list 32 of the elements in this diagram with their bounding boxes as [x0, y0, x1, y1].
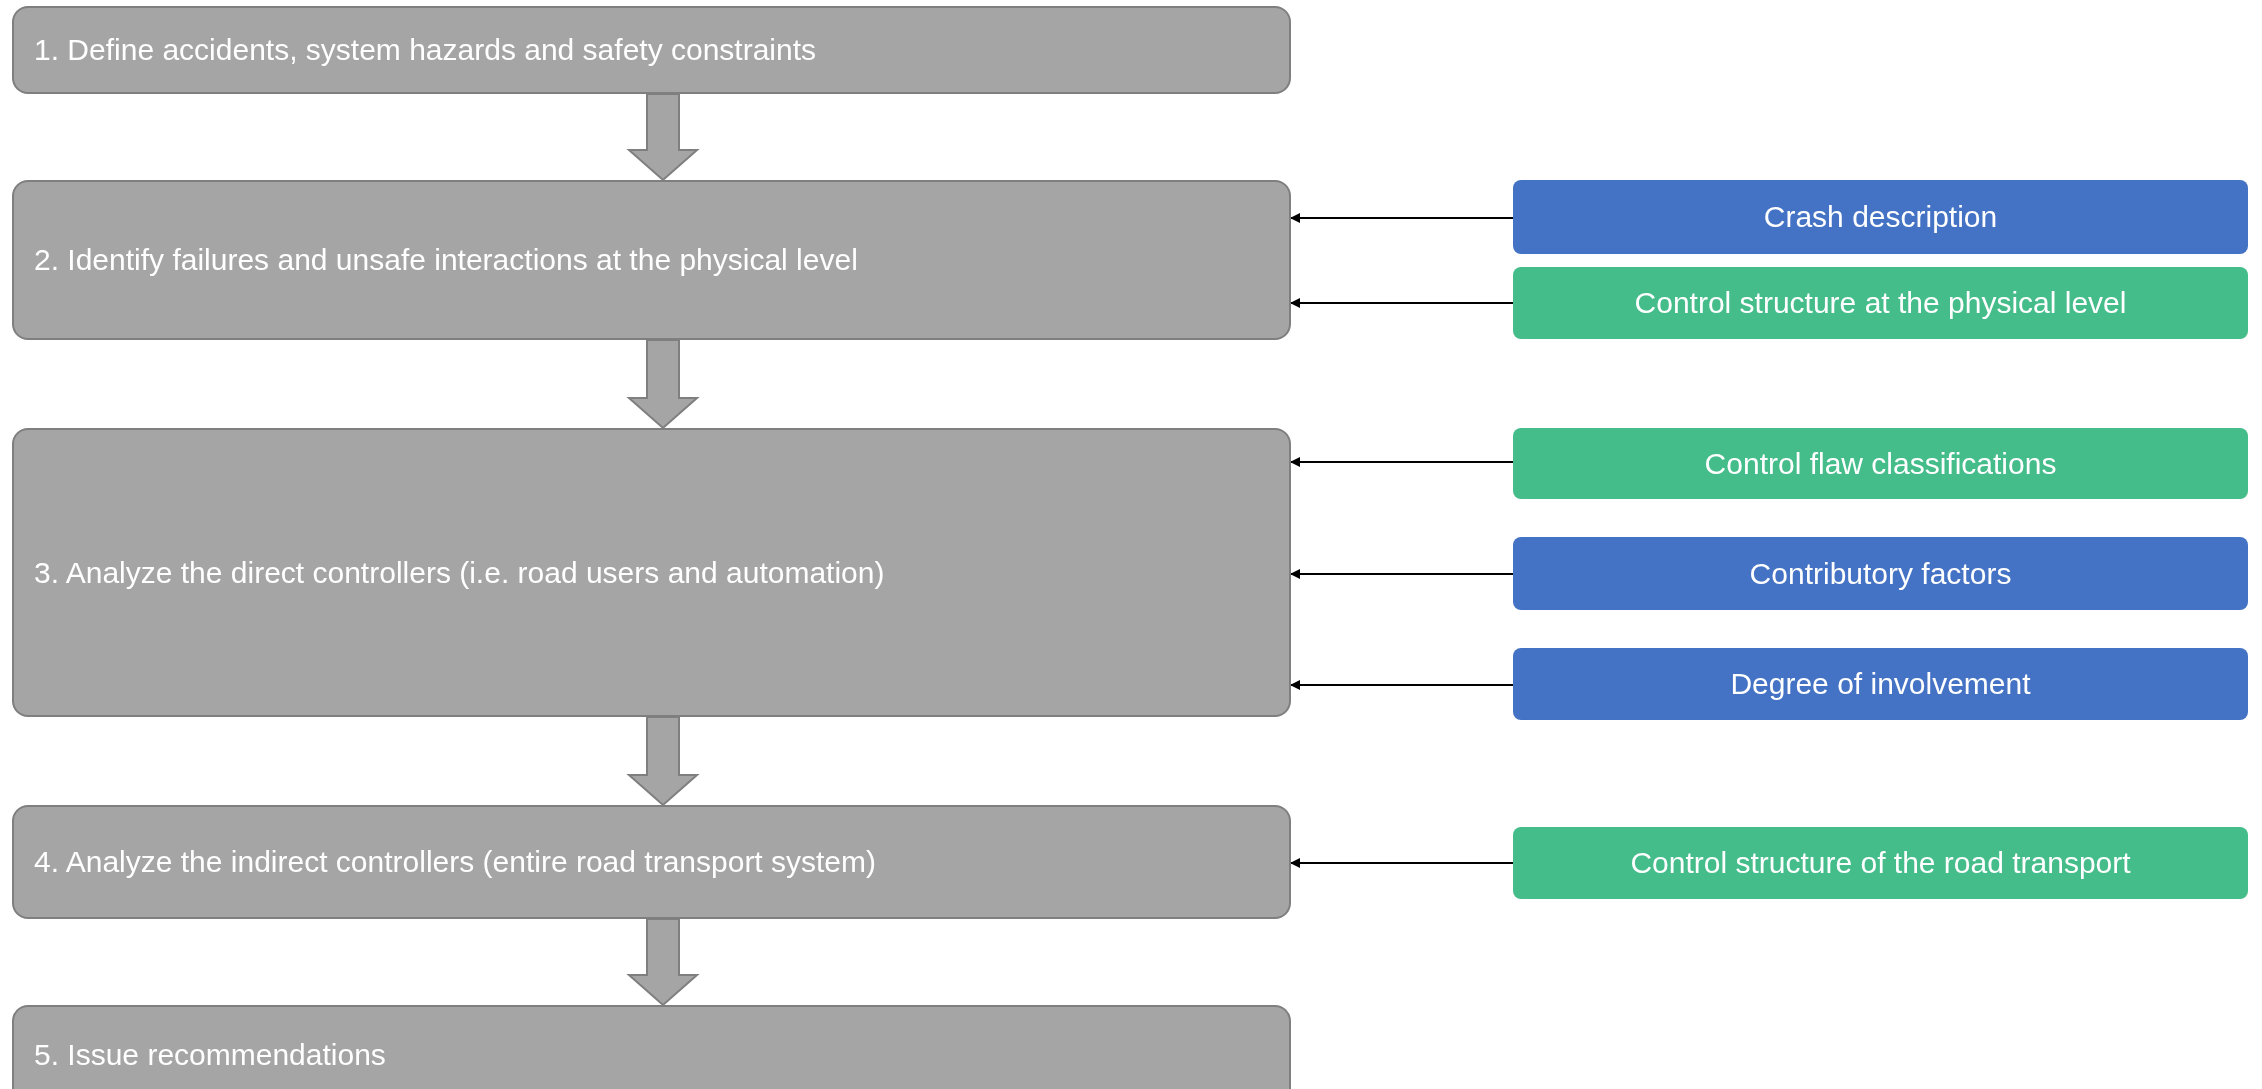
box-text: 1. Define accidents, system hazards and safety constraints [34, 33, 817, 67]
box-text: Control structure at the physical level [1634, 286, 2127, 320]
box-text: Control flaw classifications [1704, 446, 2057, 481]
input-box [1513, 180, 2248, 254]
box-text: 2. Identify failures and unsafe interactions at the physical level [34, 243, 858, 277]
block-arrow [626, 716, 700, 807]
box-text: Contributory factors [1749, 556, 2012, 591]
process-box [12, 805, 1291, 919]
process-box [12, 428, 1291, 717]
box-text: Crash description [1763, 200, 1998, 234]
box-text: 3. Analyze the direct controllers (i.e. road users and automation) [34, 555, 885, 590]
input-box [1513, 537, 2248, 610]
arrow [1290, 569, 1514, 579]
input-box [1513, 267, 2248, 339]
block-arrow [626, 339, 700, 430]
block-arrow [626, 918, 700, 1007]
input-box [1513, 428, 2248, 499]
process-box [12, 1005, 1291, 1089]
arrow [1290, 457, 1514, 467]
process-box [12, 6, 1291, 94]
arrow [1290, 858, 1514, 868]
arrow [1290, 298, 1514, 308]
input-box [1513, 827, 2248, 899]
box-text: 5. Issue recommendations [34, 1038, 386, 1072]
box-text: Degree of involvement [1730, 667, 2031, 701]
input-box [1513, 648, 2248, 720]
process-box [12, 180, 1291, 340]
block-arrow [626, 93, 700, 182]
arrow [1290, 680, 1514, 690]
arrow [1290, 213, 1514, 223]
box-text: 4. Analyze the indirect controllers (entire road transport system) [34, 845, 877, 879]
box-text: Control structure of the road transport [1630, 846, 2131, 880]
